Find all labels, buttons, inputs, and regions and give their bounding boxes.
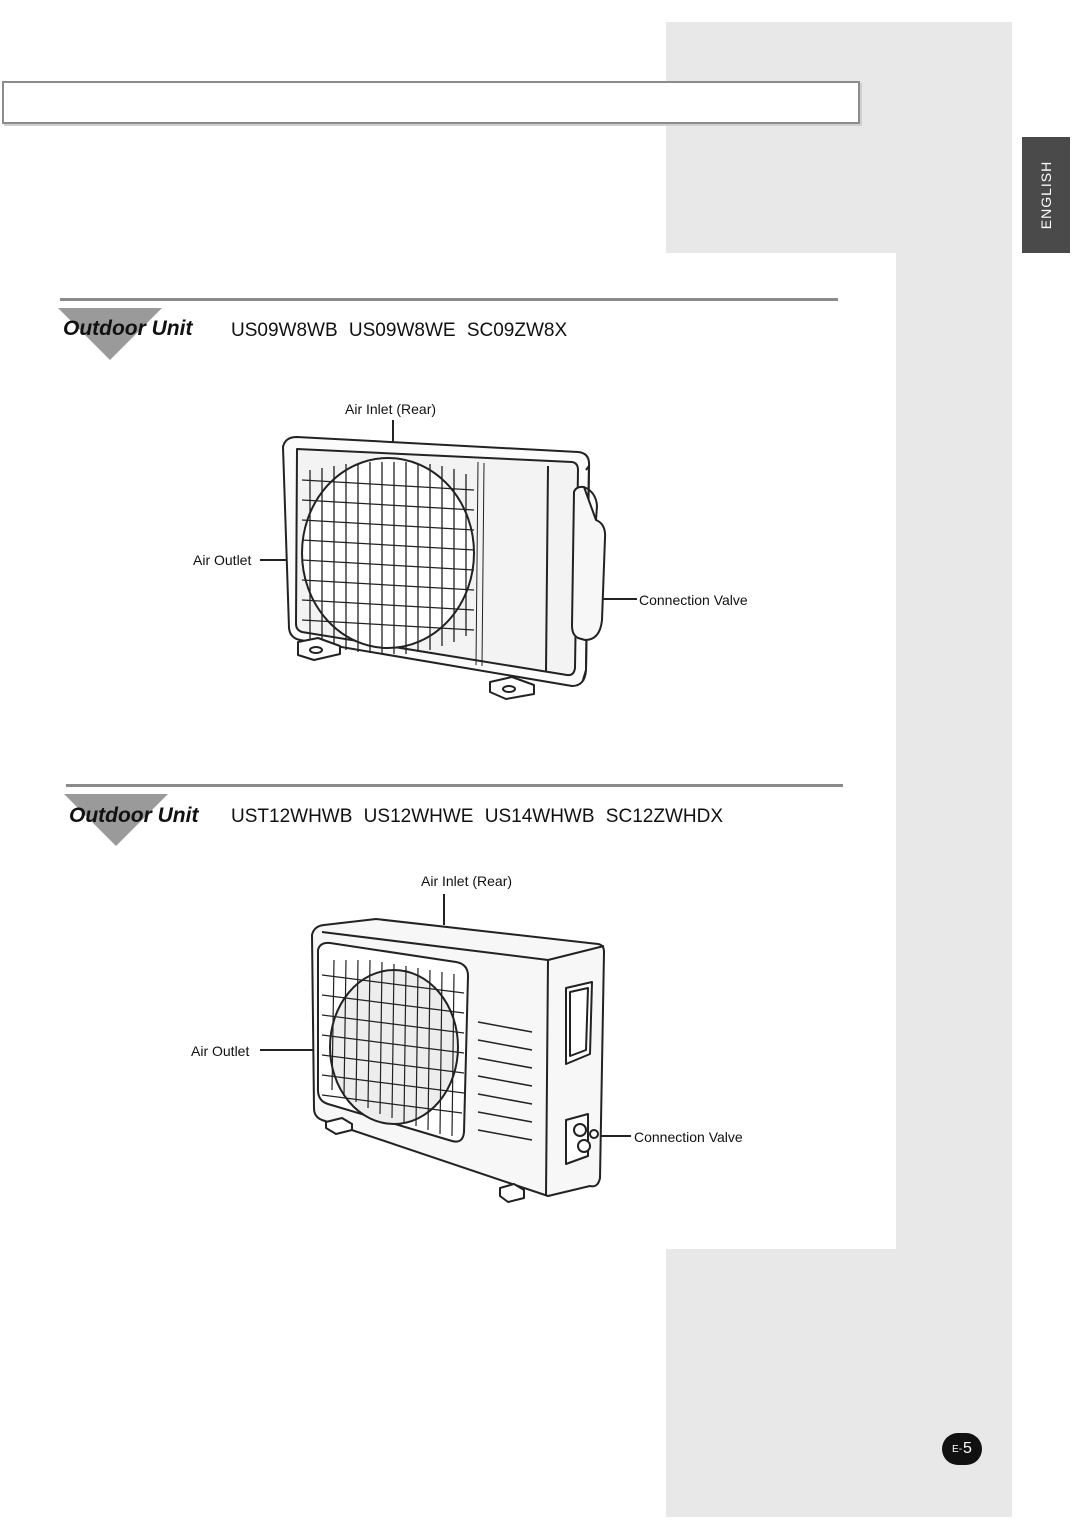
page-number: 5 bbox=[963, 1440, 972, 1457]
outdoor-unit-large-illustration bbox=[260, 894, 631, 1203]
section-2-models: UST12WHWB US12WHWE US14WHWB SC12ZWHDX bbox=[231, 806, 723, 827]
section-2-rule bbox=[66, 784, 843, 787]
section-1-rule bbox=[60, 298, 838, 301]
page-number-prefix: E- bbox=[952, 1443, 963, 1455]
section-2-air-inlet-label: Air Inlet (Rear) bbox=[421, 873, 513, 889]
section-1-connection-valve-label: Connection Valve bbox=[639, 592, 748, 608]
page-title-box bbox=[2, 81, 860, 124]
section-1-air-outlet-label: Air Outlet bbox=[193, 552, 252, 568]
section-2-air-outlet-label: Air Outlet bbox=[191, 1043, 250, 1059]
language-tab[interactable]: ENGLISH bbox=[1022, 137, 1070, 253]
outdoor-unit-small-illustration bbox=[260, 420, 637, 700]
section-2-connection-valve-label: Connection Valve bbox=[634, 1129, 743, 1145]
side-panel-bottom bbox=[666, 1249, 1012, 1517]
section-1-marker-icon bbox=[58, 308, 162, 360]
section-1-models: US09W8WB US09W8WE SC09ZW8X bbox=[231, 320, 568, 341]
section-1-title: Outdoor Unit bbox=[63, 317, 193, 340]
section-1-air-inlet-label: Air Inlet (Rear) bbox=[345, 401, 437, 417]
page-number-badge: E-5 bbox=[942, 1433, 982, 1465]
section-2-title: Outdoor Unit bbox=[69, 804, 199, 827]
section-2-marker-icon bbox=[64, 794, 168, 846]
